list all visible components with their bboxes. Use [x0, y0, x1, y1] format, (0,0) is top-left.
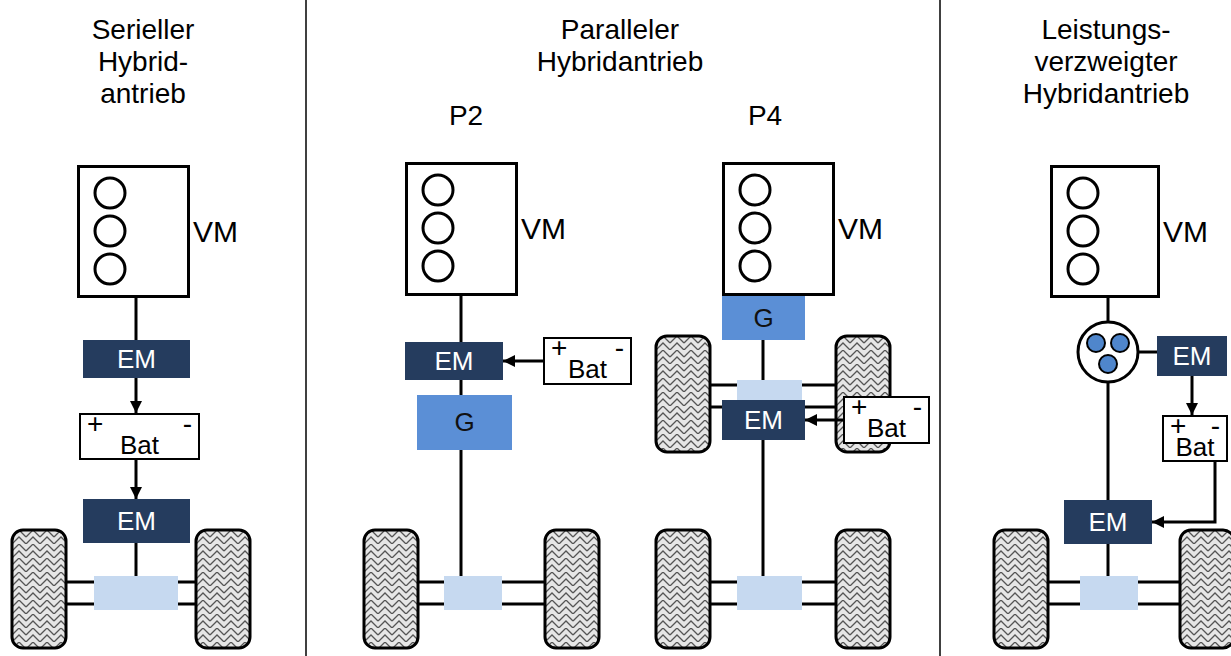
cylinder [1068, 216, 1098, 246]
engine-label: VM [1163, 215, 1208, 249]
wheel [656, 530, 710, 648]
battery-box: +-Bat [79, 413, 200, 460]
drive-shaft [135, 543, 138, 576]
battery-pole: - [615, 339, 624, 357]
energy-flow-arrow [1191, 376, 1194, 415]
engine-box: VM [722, 162, 835, 296]
wheel [1180, 530, 1231, 648]
section-title: Serieller Hybrid- antrieb [58, 14, 228, 110]
cylinder [1068, 178, 1098, 208]
wheel [545, 530, 599, 648]
battery-label: Bat [1164, 435, 1226, 459]
battery-poles: +- [81, 415, 198, 433]
machine-label: EM [117, 344, 156, 375]
energy-flow-arrow [135, 378, 138, 413]
section-title: Paralleler Hybridantrieb [505, 14, 735, 78]
planet-wheel [1111, 334, 1129, 352]
wheel [364, 530, 418, 648]
wheel [196, 530, 250, 648]
planetary-gear [1078, 322, 1138, 382]
wheel [12, 530, 66, 648]
battery-pole: + [551, 339, 567, 357]
drive-shaft [762, 340, 765, 382]
electric-machine-box: EM [1064, 500, 1152, 544]
machine-label: EM [1089, 507, 1128, 538]
drive-shaft [1138, 351, 1157, 354]
drive-shaft [1107, 382, 1110, 500]
differential [737, 576, 802, 610]
variant-label: P4 [735, 100, 795, 132]
engine-box: VM [1050, 165, 1160, 298]
battery-box: +-Bat [1162, 415, 1228, 462]
drive-shaft [762, 440, 765, 576]
battery-poles: +- [545, 339, 630, 357]
electric-machine-box: EM [405, 342, 503, 380]
engine-label: VM [193, 215, 238, 249]
differential [444, 576, 502, 610]
cylinder [740, 251, 770, 281]
cylinder [95, 216, 125, 246]
section-divider [939, 0, 941, 656]
gearbox-label: G [753, 303, 773, 334]
drive-shaft [1107, 544, 1110, 576]
machine-label: EM [744, 405, 783, 436]
gearbox-box: G [417, 395, 512, 450]
battery-pole: - [1211, 417, 1220, 435]
energy-flow-arrow [805, 419, 843, 422]
engine-label: VM [838, 212, 883, 246]
machine-label: EM [1173, 341, 1212, 372]
planet-wheel [1099, 355, 1117, 373]
cylinder [423, 213, 453, 243]
wheel [994, 530, 1048, 648]
wheel [656, 336, 710, 452]
cylinder [423, 175, 453, 205]
electric-machine-box: EM [83, 340, 190, 378]
battery-label: Bat [545, 357, 630, 381]
variant-label: P2 [436, 100, 496, 132]
shaft-connector [135, 298, 138, 340]
gearbox-box: G [722, 296, 805, 340]
cylinder [95, 254, 125, 284]
wheel [836, 530, 890, 648]
cylinder [423, 251, 453, 281]
differential [94, 576, 178, 610]
differential [1080, 576, 1138, 610]
battery-pole: + [851, 398, 867, 416]
shaft-connector [460, 380, 463, 395]
engine-box: VM [405, 162, 518, 296]
battery-pole: + [1170, 417, 1186, 435]
shaft-connector [460, 296, 463, 342]
machine-label: EM [117, 506, 156, 537]
battery-label: Bat [81, 433, 198, 457]
engine-box: VM [77, 165, 190, 298]
energy-flow-arrow [503, 360, 543, 363]
battery-pole: - [183, 415, 192, 433]
engine-label: VM [521, 212, 566, 246]
cylinder [95, 178, 125, 208]
drive-shaft [1107, 298, 1110, 322]
cylinder [740, 213, 770, 243]
drive-shaft [460, 450, 463, 576]
machine-label: EM [435, 346, 474, 377]
battery-poles: +- [1164, 417, 1226, 435]
battery-poles: +- [845, 398, 928, 416]
battery-box: +-Bat [843, 396, 930, 444]
electric-machine-box: EM [1157, 336, 1227, 376]
battery-pole: + [87, 415, 103, 433]
energy-flow-arrow [1152, 462, 1215, 522]
cylinder [740, 175, 770, 205]
energy-flow-arrow [135, 460, 138, 499]
gearbox-label: G [454, 407, 474, 438]
section-title: Leistungs- verzweigter Hybridantrieb [991, 14, 1221, 110]
battery-label: Bat [845, 416, 928, 440]
battery-pole: - [913, 398, 922, 416]
electric-machine-box: EM [83, 499, 190, 543]
cylinder [1068, 254, 1098, 284]
electric-machine-box: EM [722, 400, 805, 440]
section-divider [305, 0, 307, 656]
planet-wheel [1087, 334, 1105, 352]
battery-box: +-Bat [543, 337, 632, 385]
